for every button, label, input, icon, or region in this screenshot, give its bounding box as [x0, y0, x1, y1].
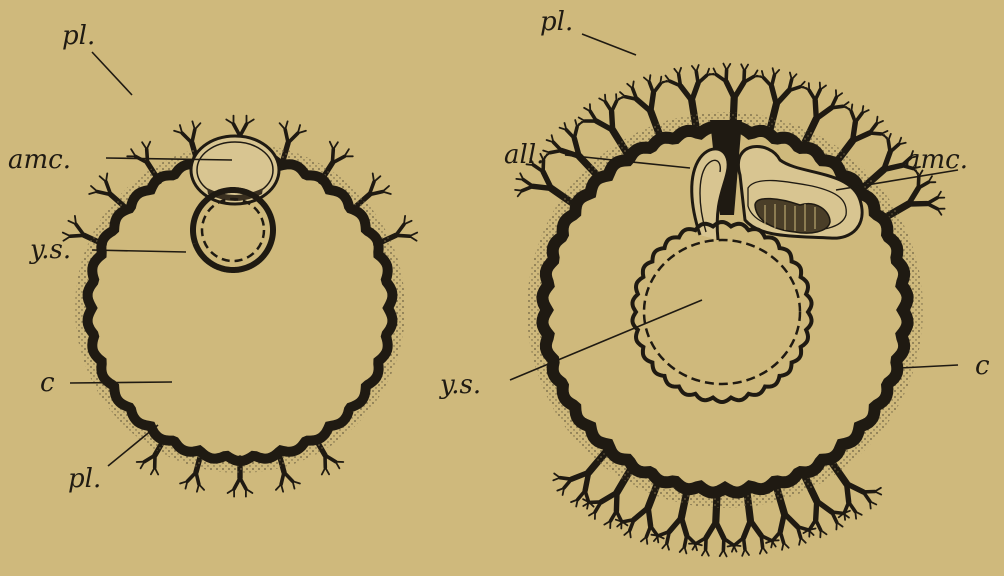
- left-label-ys: y.s.: [29, 235, 71, 265]
- right-embryo-figure: pl. all. amc. y.s. c: [439, 7, 990, 556]
- right-yolk-sac: [633, 222, 812, 402]
- right-label-all: all.: [504, 140, 544, 170]
- left-label-c: c: [40, 368, 55, 398]
- left-label-amc: amc.: [8, 145, 71, 175]
- left-label-pl-top: pl.: [62, 21, 95, 51]
- left-amnion: [191, 136, 279, 204]
- right-label-ys: y.s.: [439, 370, 481, 400]
- right-label-amc: amc.: [905, 145, 968, 175]
- right-label-c: c: [975, 351, 990, 381]
- left-label-pl-bottom: pl.: [68, 464, 101, 494]
- right-label-pl: pl.: [540, 7, 573, 37]
- left-embryo-figure: pl. amc. y.s. c pl.: [8, 21, 417, 497]
